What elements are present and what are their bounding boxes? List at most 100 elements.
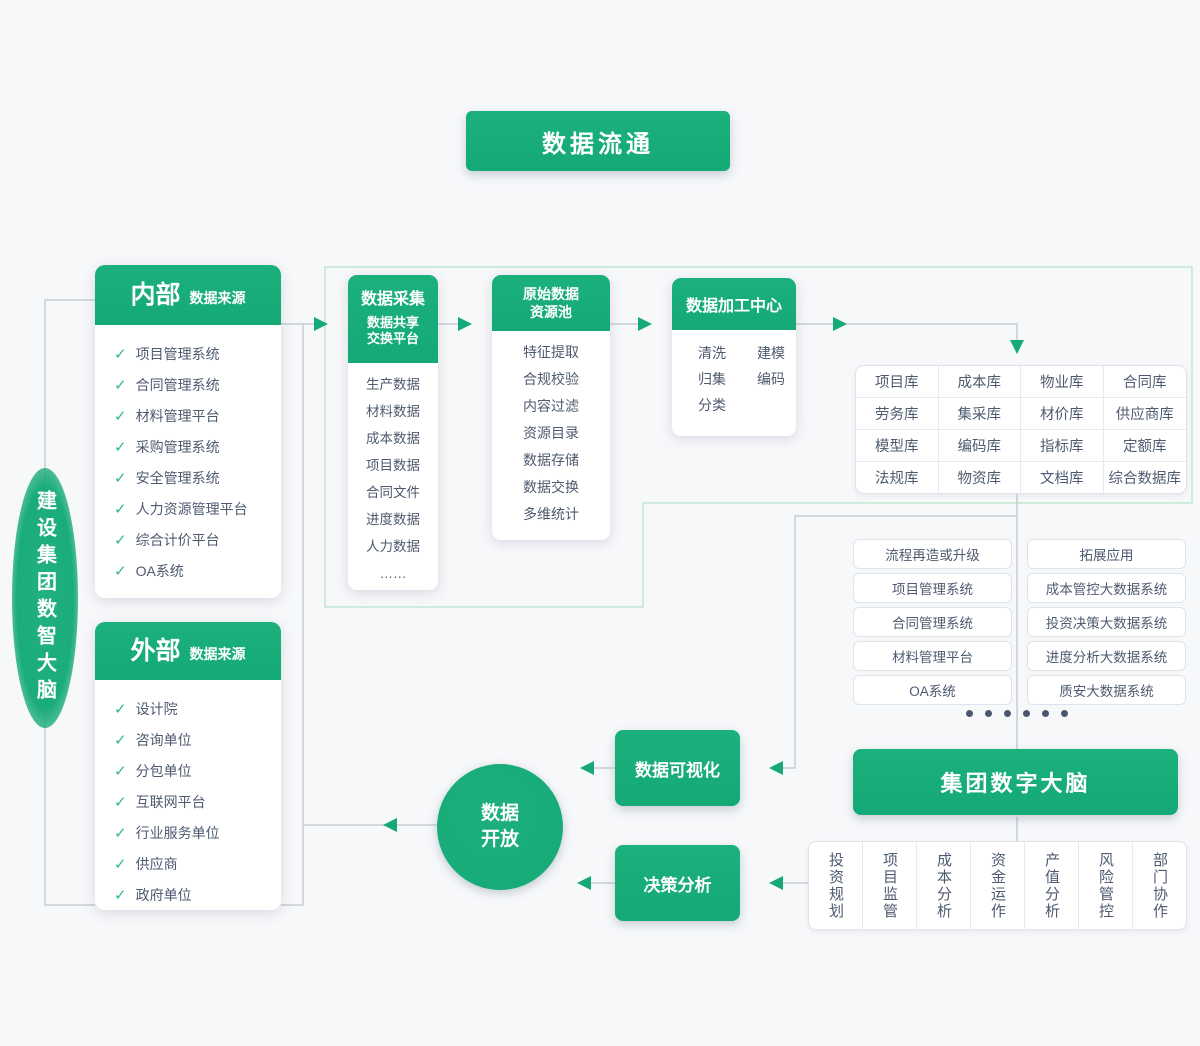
item-label: 合同管理系统 — [135, 376, 220, 393]
external-sources-panel: 外部 数据来源 ✓设计院 ✓咨询单位 ✓分包单位 ✓互联网平台 ✓行业服务单位 … — [95, 622, 281, 910]
list-item: ✓行业服务单位 — [114, 817, 281, 848]
function-cell: 资金运作 — [971, 842, 1025, 929]
item-label: 分包单位 — [135, 762, 192, 779]
diagram-title-label: 数据流通 — [542, 130, 654, 158]
arrow-left-icon — [383, 818, 397, 832]
database-cell: 物资库 — [939, 462, 1021, 493]
item-label: 编码 — [757, 371, 785, 387]
data-processing-panel: 数据加工中心 清洗 建模 归集 编码 分类 — [672, 278, 796, 436]
item-label: 安全管理系统 — [135, 469, 220, 486]
check-icon: ✓ — [114, 731, 127, 749]
app-pill: 流程再造或升级 — [853, 539, 1012, 569]
data-processing-list: 清洗 建模 归集 编码 分类 — [672, 330, 796, 415]
database-cell: 集采库 — [938, 398, 1021, 430]
list-item: ✓ 项目管理系统 — [114, 338, 281, 369]
check-icon: ✓ — [114, 438, 127, 456]
database-cell: 物业库 — [1021, 366, 1104, 398]
item-label: 项目数据 — [366, 458, 420, 473]
app-pill: 合同管理系统 — [853, 607, 1012, 637]
function-label: 成本分析 — [935, 851, 952, 920]
item-label: 生产数据 — [366, 377, 420, 392]
diagram-title: 数据流通 — [466, 111, 730, 171]
app-pill: 项目管理系统 — [853, 573, 1012, 603]
function-label: 产值分析 — [1043, 851, 1060, 920]
item-label: 数据存储 — [523, 452, 579, 468]
item-label: 多维统计 — [523, 506, 579, 522]
item-label: 项目管理系统 — [135, 345, 220, 362]
item-label: 进度数据 — [366, 512, 420, 527]
item-label: OA系统 — [135, 562, 184, 579]
data-open-label-line: 开放 — [480, 829, 519, 850]
item-label: 建模 — [757, 345, 785, 361]
list-item: ✓ OA系统 — [114, 555, 281, 586]
check-icon: ✓ — [114, 345, 127, 363]
function-label: 资金运作 — [989, 851, 1006, 920]
database-cell: 指标库 — [1021, 430, 1104, 462]
title-line: 资源池 — [530, 304, 572, 320]
group-digital-brain-label: 集团数字大脑 — [940, 771, 1091, 796]
arrow-right-icon — [638, 317, 652, 331]
ellipsis-label: …… — [379, 566, 407, 581]
arrow-right-icon — [833, 317, 847, 331]
list-item: ✓综合计价平台 — [114, 524, 281, 555]
external-sources-header: 外部 数据来源 — [95, 622, 281, 680]
flow-lines — [44, 299, 1018, 906]
database-cell: 法规库 — [856, 462, 939, 493]
check-icon: ✓ — [114, 562, 127, 580]
arrow-left-icon — [769, 876, 783, 890]
data-processing-title: 数据加工中心 — [685, 298, 782, 315]
database-cell: 项目库 — [856, 366, 939, 398]
pipeline-boundary-outline — [324, 266, 1193, 608]
database-cell: 供应商库 — [1103, 398, 1186, 430]
data-open-label-line: 数据 — [480, 803, 519, 825]
arrow-right-icon — [314, 317, 328, 331]
raw-data-pool-panel: 原始数据 资源池 特征提取 合规校验 内容过滤 资源目录 数据存储 数据交换 多… — [492, 275, 610, 540]
internal-subtitle: 数据来源 — [189, 290, 246, 306]
data-collection-header: 数据采集 数据共享 交换平台 — [348, 275, 438, 363]
list-item: ✓材料管理平台 — [114, 400, 281, 431]
data-processing-header: 数据加工中心 — [672, 278, 796, 330]
function-cell: 成本分析 — [917, 842, 971, 929]
check-icon: ✓ — [114, 762, 127, 780]
item-label: 政府单位 — [135, 886, 192, 903]
item-label: 人力资源管理平台 — [135, 500, 248, 517]
item-label: 综合计价平台 — [135, 531, 220, 548]
check-icon: ✓ — [114, 469, 127, 487]
item-label: 成本数据 — [366, 431, 420, 446]
list-item: ✓ 分包单位 — [114, 755, 281, 786]
subtitle-line: 数据共享 — [366, 315, 419, 331]
check-icon: ✓ — [114, 886, 127, 904]
database-cell: 材价库 — [1021, 398, 1104, 430]
internal-sources-header: 内部 数据来源 — [95, 265, 281, 325]
item-label: 归集 — [698, 371, 726, 387]
function-label: 风险管控 — [1097, 851, 1114, 920]
arrow-left-icon — [769, 761, 783, 775]
database-cell: 编码库 — [938, 430, 1021, 462]
item-label: 互联网平台 — [135, 793, 206, 810]
item-label: 资源目录 — [523, 425, 579, 441]
data-collection-subtitle: 数据共享 交换平台 — [367, 315, 419, 348]
group-digital-brain: 集团数字大脑 — [853, 749, 1178, 815]
flow-arrowheads — [314, 317, 1024, 890]
list-item: ✓ 安全管理系统 — [114, 462, 281, 493]
list-item: ✓人力资源管理平台 — [114, 493, 281, 524]
dot-icon — [1023, 710, 1030, 717]
arrow-left-icon — [580, 761, 594, 775]
function-cell: 项目监管 — [863, 842, 917, 929]
subtitle-line: 交换平台 — [366, 331, 419, 347]
check-icon: ✓ — [114, 407, 127, 425]
more-apps-ellipsis — [966, 710, 1068, 717]
dot-icon — [966, 710, 973, 717]
item-label: 人力数据 — [366, 539, 420, 554]
item-label: 设计院 — [135, 700, 178, 717]
item-label: 合规校验 — [523, 371, 579, 387]
list-item: ✓咨询单位 — [114, 724, 281, 755]
data-collection-panel: 数据采集 数据共享 交换平台 生产数据 材料数据 成本数据 项目数据 合同文件 … — [348, 275, 438, 590]
function-cell: 部门协作 — [1133, 842, 1186, 929]
item-label: 行业服务单位 — [135, 824, 220, 841]
function-label: 项目监管 — [881, 851, 898, 920]
check-icon: ✓ — [114, 855, 127, 873]
check-icon: ✓ — [114, 700, 127, 718]
